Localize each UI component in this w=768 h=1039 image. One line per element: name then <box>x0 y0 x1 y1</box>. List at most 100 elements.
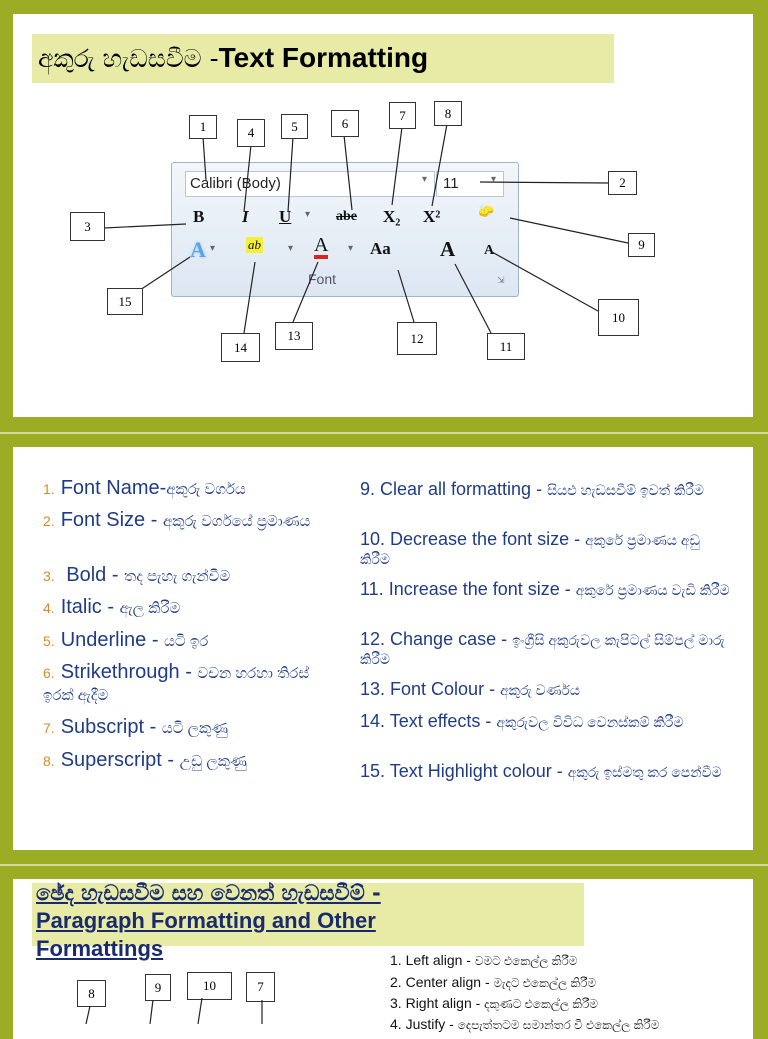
callout-arrows <box>103 123 629 334</box>
item-number: 8. <box>43 753 55 769</box>
chevron-down-icon: ▾ <box>491 174 497 185</box>
title-english: Text Formatting <box>218 42 429 73</box>
chevron-down-icon: ▾ <box>348 243 354 254</box>
callout-label: 15 <box>107 288 143 315</box>
divider <box>0 432 768 434</box>
callout-label: 12 <box>397 322 437 355</box>
list-item: 4. Justify - දෙපැත්තටම සමාන්තර වී එකෙල්ල… <box>390 1016 659 1033</box>
list-item: 2.Font Size - අකුරු වර්ගයේ ප්‍රමාණය <box>43 510 343 532</box>
item-number: 7. <box>43 720 55 736</box>
callout-label: 8 <box>77 980 106 1007</box>
item-sinhala: වචන හරහා තිරස් ඉරක් ඇදීම <box>43 665 310 704</box>
item-english: 9. Clear all formatting - <box>360 479 548 499</box>
page-title: අකුරු හැඩසවීම -Text Formatting <box>38 42 428 74</box>
callout-label: 9 <box>628 233 655 257</box>
item-number: 4. <box>390 1016 402 1032</box>
item-sinhala: අකුරු වර්ගය <box>166 481 246 498</box>
item-english: 15. Text Highlight colour - <box>360 761 568 781</box>
title-band: අකුරු හැඩසවීම -Text Formatting <box>32 34 614 83</box>
list-item: 15. Text Highlight colour - අකුරු ඉස්මතු… <box>360 762 730 781</box>
item-english: Strikethrough - <box>60 661 198 683</box>
callout-label: 7 <box>246 972 275 1002</box>
item-number: 2. <box>390 974 402 990</box>
item-english: Font Name- <box>60 477 167 499</box>
item-sinhala: යටි ඉර <box>164 633 209 650</box>
item-number: 3. <box>390 995 402 1011</box>
ribbon-group-label: Font <box>308 271 337 287</box>
item-sinhala: ඇල කිරීම <box>119 600 181 617</box>
callout-label: 14 <box>221 333 260 362</box>
item-number: 2. <box>43 513 55 529</box>
callout-label: 3 <box>70 212 105 241</box>
item-sinhala: සියළු හැඩසවීම් ඉවත් කිරීම <box>547 482 704 498</box>
item-sinhala: දකුණට එකෙල්ල කිරීම <box>484 997 598 1011</box>
subscript-button[interactable]: X₂ <box>383 207 401 226</box>
list-item: 11. Increase the font size - අකුරේ ප්‍රම… <box>360 580 730 599</box>
list-item: 4.Italic - ඇල කිරීම <box>43 597 343 619</box>
title-sinhala: අකුරු හැඩසවීම - <box>38 44 219 73</box>
item-number: 6. <box>43 665 55 681</box>
strikethrough-button[interactable]: abe <box>336 209 357 224</box>
callout-label: 1 <box>189 115 217 139</box>
callout-label: 4 <box>237 119 265 147</box>
item-number: 3. <box>43 568 55 584</box>
clear-formatting-icon[interactable]: 🧽 <box>478 203 495 218</box>
text-effects-button[interactable]: A <box>190 237 206 262</box>
shrink-font-button[interactable]: A <box>484 243 495 258</box>
item-english: Underline - <box>60 629 165 651</box>
callout-label: 10 <box>598 299 639 336</box>
superscript-button[interactable]: X² <box>423 207 441 226</box>
list-item: 8.Superscript - උඩු ලකුණු <box>43 750 343 772</box>
font-size-dropdown[interactable]: 11 ▾ <box>436 171 504 197</box>
list-item: 3. Bold - තද පැහැ ගැන්වීම <box>43 565 343 587</box>
list-item: 6. Strikethrough - වචන හරහා තිරස් ඉරක් ඇද… <box>43 662 343 706</box>
list-item: 7. Subscript - යටි ලකුණු <box>43 717 343 739</box>
chevron-down-icon: ▾ <box>288 243 294 254</box>
item-english: Left align - <box>405 952 475 968</box>
grow-font-button[interactable]: A <box>440 237 456 261</box>
item-sinhala: අකුරුවල විවිධ වෙනස්කම් කිරීම <box>496 714 684 730</box>
callout-label: 2 <box>608 171 637 195</box>
change-case-button[interactable]: Aa <box>370 239 391 258</box>
dialog-launcher-icon[interactable]: ⇲ <box>497 275 505 285</box>
italic-button[interactable]: I <box>242 207 249 226</box>
list-item: 13. Font Colour - අකුරු වර්ණය <box>360 680 730 699</box>
title-band: ඡේද හැඩසවීම සහ වෙනත් හැඩසවීම් - Paragrap… <box>32 881 584 961</box>
item-english: Font Size - <box>60 509 163 531</box>
item-english: Subscript - <box>60 716 162 738</box>
chevron-down-icon: ▾ <box>422 174 428 185</box>
item-english: Center align - <box>405 974 494 990</box>
item-sinhala: ඉංග්‍රීසි අකුරුවල කැපිටල් සිම්පල් මාරු ක… <box>360 632 725 667</box>
font-size-value: 11 <box>443 175 459 192</box>
list-item: 10. Decrease the font size - අකුරේ ප්‍රම… <box>360 530 730 568</box>
font-color-button[interactable]: A <box>314 235 329 259</box>
item-sinhala: යටි ලකුණු <box>161 720 229 737</box>
item-english: 13. Font Colour - <box>360 679 501 699</box>
item-sinhala: වමට එකෙල්ල කිරීම <box>474 954 578 968</box>
callout-label: 7 <box>389 102 416 129</box>
item-sinhala: තද පැහැ ගැන්වීම <box>124 568 231 585</box>
callout-label: 6 <box>331 110 359 137</box>
item-number: 4. <box>43 600 55 616</box>
item-english: 12. Change case - <box>360 629 513 649</box>
item-sinhala: අකුරේ ප්‍රමාණය වැඩි කිරීම <box>575 582 730 598</box>
bold-button[interactable]: B <box>193 207 205 226</box>
title-sinhala: ඡේද හැඩසවීම සහ වෙනත් හැඩසවීම් - <box>36 881 381 905</box>
item-english: Justify - <box>405 1016 458 1032</box>
title-english: Paragraph Formatting and Other Formattin… <box>36 908 376 961</box>
list-item: 14. Text effects - අකුරුවල විවිධ වෙනස්කම… <box>360 712 730 731</box>
callout-label: 10 <box>187 972 232 1000</box>
highlight-button[interactable]: ab <box>246 237 263 253</box>
item-english: 14. Text effects - <box>360 711 497 731</box>
item-sinhala: උඩු ලකුණු <box>179 753 247 770</box>
list-item: 1. Left align - වමට එකෙල්ල කිරීම <box>390 952 577 969</box>
list-item: 3. Right align - දකුණට එකෙල්ල කිරීම <box>390 995 598 1012</box>
item-number: 1. <box>43 481 55 497</box>
item-english: Bold - <box>60 564 125 586</box>
list-item: 5.Underline - යටි ඉර <box>43 630 343 652</box>
font-name-value: Calibri (Body) <box>190 175 281 192</box>
callout-label: 5 <box>281 114 308 139</box>
font-ribbon-group: Calibri (Body)▾ 11▾ B I U ▾ abe X₂ X² 🧽 … <box>171 162 519 297</box>
item-english: Right align - <box>405 995 485 1011</box>
callout-label: 11 <box>487 333 525 360</box>
